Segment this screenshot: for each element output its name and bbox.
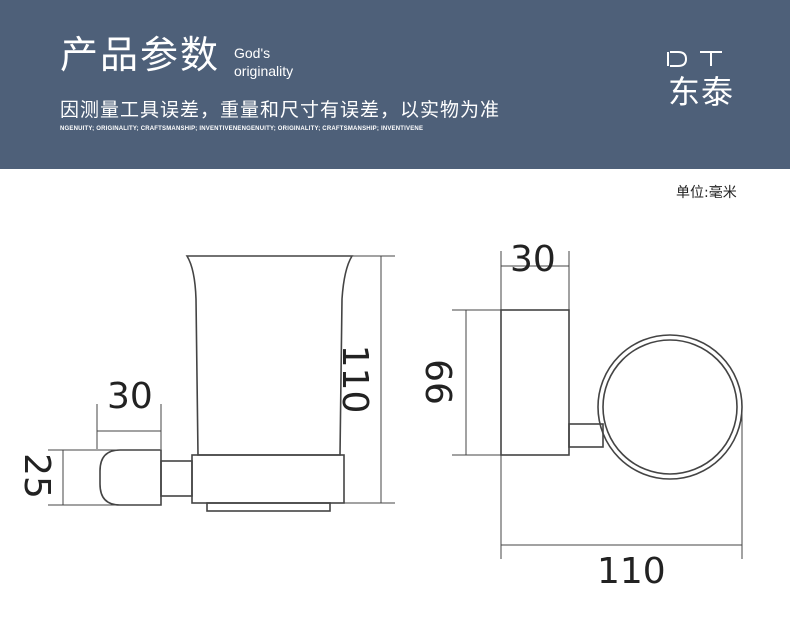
- wall-plate: [500, 309, 570, 456]
- bracket-arm: [160, 460, 193, 497]
- side-depth-dimension: 30: [510, 239, 556, 280]
- dimension-drawing: 30 25 110 30 66 110: [16, 239, 743, 592]
- cup-outline: [185, 255, 354, 456]
- cup-ring-inner: [602, 339, 738, 475]
- plate-height-dimension: 66: [417, 359, 458, 405]
- cup-ring-outer: [597, 334, 743, 480]
- cup-holder-band: [191, 454, 345, 504]
- side-arm: [568, 423, 604, 448]
- front-depth-dimension: 30: [107, 376, 153, 417]
- fine-print: NGENUITY; ORIGINALITY; CRAFTSMANSHIP; IN…: [60, 126, 424, 132]
- disclaimer-text: 因测量工具误差，重量和尺寸有误差，以实物为准: [60, 99, 501, 121]
- unit-label: 单位:毫米: [676, 185, 737, 201]
- front-height-dimension: 25: [16, 453, 57, 499]
- slogan-line-2: originality: [234, 63, 294, 79]
- side-view: [500, 309, 743, 480]
- slogan-line-1: God's: [234, 45, 271, 61]
- front-view: [99, 255, 354, 512]
- page-title: 产品参数: [60, 33, 221, 77]
- cup-height-dimension: 110: [334, 345, 375, 414]
- slogan: God's originality: [234, 44, 293, 80]
- total-length-dimension: 110: [597, 551, 666, 592]
- brand-name: 东泰: [668, 73, 735, 111]
- brand-logo-icon: [667, 51, 722, 67]
- header-banner: 产品参数 God's originality 因测量工具误差，重量和尺寸有误差，…: [0, 0, 790, 169]
- wall-cap: [99, 449, 162, 506]
- cup-bottom: [206, 502, 331, 512]
